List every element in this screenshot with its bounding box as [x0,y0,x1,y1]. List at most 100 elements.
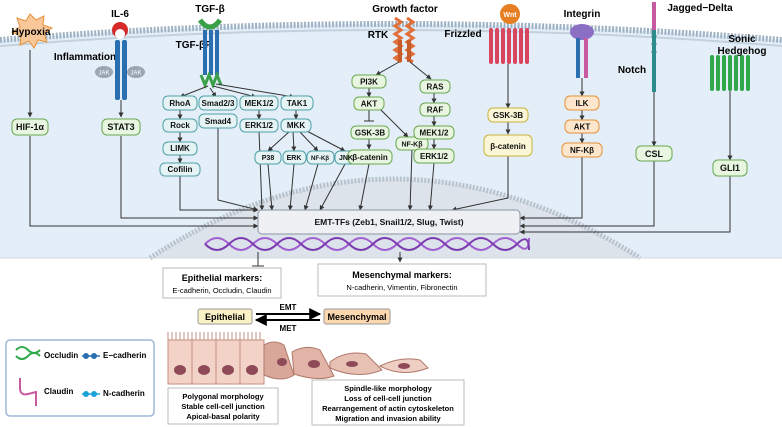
hypoxia-label: Hypoxia [12,27,51,38]
smad4-text: Smad4 [205,117,232,126]
tgfb-ligand-icon [197,18,223,30]
wnt-ligand-icon [500,4,520,24]
stat3-text: STAT3 [107,122,134,132]
mesenchymal-feature-0: Spindle-like morphology [344,384,432,393]
node-limk [162,141,198,156]
node-gli1 [712,159,748,177]
mesenchymal-feature-3: Migration and invasion ability [335,414,441,423]
node-mek12-tgf [239,95,279,111]
node-rhoa [162,95,198,111]
node-pi3k [351,74,387,89]
mkk-text: MKK [287,121,305,130]
rock-text: Rock [170,121,190,130]
claudin-icon [19,378,37,406]
e-cadherin-icon [82,353,100,359]
node-stat3 [101,118,141,136]
node-erk [282,150,307,165]
tgfb-label: TGF-β [195,4,224,15]
node-ilk [564,95,600,111]
nfkb-rtk-text: NF-Kβ [402,142,424,149]
node-boxes [11,74,748,235]
epithelial-markers-box [162,267,282,299]
jak-right-label: JAK [130,71,141,77]
node-rock [162,118,198,133]
growth-factor-label: Growth factor [372,4,438,15]
jnk-text: JNK [339,155,353,162]
node-hif1a [11,118,49,136]
notch-label: Notch [618,65,646,76]
mesenchymal-markers-box [317,263,487,297]
il6-ligand-icon [112,22,128,39]
mesenchymal-features-box [311,379,465,426]
epithelial-markers-list: E-cadherin, Occludin, Claudin [172,286,271,295]
ras-text: RAS [427,83,445,92]
mek12-tgf-text: MEK1/2 [245,99,274,108]
epithelial-cells-illustration [167,332,265,385]
akt-int-text: AKT [574,123,591,132]
rtk-label: RTK [368,30,389,41]
tak1-text: TAK1 [287,99,308,108]
legend-claudin-label: Claudin [44,387,73,396]
ilk-text: ILK [576,99,589,108]
node-p38 [254,150,282,165]
node-gsk3b-rtk [350,125,390,140]
cofilin-text: Cofilin [168,165,193,174]
tgfbr-receptor-icon [199,30,223,90]
mesenchymal-cells-illustration [263,341,429,380]
legend-occludin-label: Occludin [44,351,78,360]
hif1a-text: HIF-1α [16,122,45,132]
il6-label: IL-6 [111,9,129,20]
node-raf [419,102,451,117]
erk-text: ERK [287,155,302,162]
hypoxia-star-icon [10,13,54,49]
rtk-receptor-icon [392,16,416,64]
mesenchymal-markers-list: N-cadherin, Vimentin, Fibronectin [346,283,457,292]
node-nfkb-tgf [306,150,335,165]
nfkb-tgf-text: NF-Kβ [311,156,329,162]
il6-receptor-icon [95,40,145,100]
mesenchymal-label: Mesenchymal [327,312,386,322]
akt-rtk-text: AKT [361,100,378,109]
hedgehog-label: Hedgehog [718,46,767,57]
limk-text: LIMK [170,144,190,153]
smad23-text: Smad2/3 [202,99,235,108]
node-bcat-rtk [347,149,393,165]
csl-text: CSL [645,149,664,159]
node-akt-int [564,119,600,134]
jagged-delta-ligand-icon [652,2,656,32]
integrin-label: Integrin [564,9,601,20]
legend-box [5,339,155,417]
occludin-icon [15,346,41,360]
hedgehog-receptor-icon [710,55,750,91]
frizzled-label: Frizzled [444,29,481,40]
node-tak1 [280,95,314,111]
jagged-delta-label: Jagged−Delta [667,3,733,14]
pathway-arrows [27,50,733,267]
emt-tfs-text: EMT-TFs (Zeb1, Snail1/2, Slug, Twist) [314,217,463,227]
mesenchymal-feature-1: Loss of cell-cell junction [344,394,432,403]
nuclear-membrane [148,176,642,261]
mesenchymal-feature-2: Rearrangement of actin cytoskeleton [322,404,454,413]
node-ras [419,79,451,94]
bcat-rtk-text: β-catenin [352,153,388,162]
epithelial-feature-0: Polygonal morphology [182,392,264,401]
rhoa-text: RhoA [169,99,191,108]
node-akt-rtk [353,96,385,111]
emt-label: EMT [280,303,297,312]
pi3k-text: PI3K [360,78,378,87]
p38-text: P38 [262,155,275,162]
legend-e-cadherin-label: E−cadherin [103,351,146,360]
node-cofilin [159,162,201,177]
mek12-rtk-text: MEK1/2 [420,129,449,138]
gsk3b-rtk-text: GSK-3B [355,129,385,138]
erk12-tgf-text: ERK1/2 [245,121,274,130]
node-mkk [280,118,312,133]
erk12-rtk-text: ERK1/2 [420,152,449,161]
epithelial-markers-title: Epithelial markers: [182,273,263,283]
node-nfkb-rtk [395,136,429,151]
nfkb-int-text: NF-Kβ [570,146,594,155]
node-bcat-wnt [483,134,533,157]
node-smad4 [198,113,238,129]
